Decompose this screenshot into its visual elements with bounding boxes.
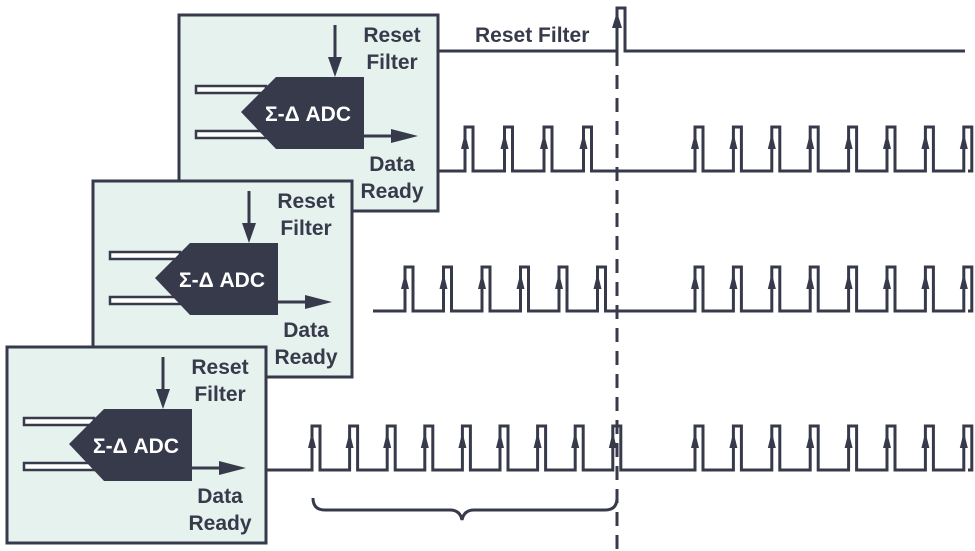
data-ready-label-line1: Data [369, 153, 415, 176]
reset-filter-signal: Reset Filter [438, 6, 965, 53]
reset-label-line2: Filter [280, 217, 331, 240]
rising-edge-arrow-icon [959, 273, 968, 289]
rising-edge-arrow-icon [579, 133, 588, 149]
reset-filter-waveform [438, 6, 965, 53]
rising-edge-arrow-icon [383, 432, 392, 448]
rising-edge-arrow-icon [921, 273, 930, 289]
rising-edge-arrow-icon [729, 133, 738, 149]
data-ready-arrowhead-icon [305, 295, 332, 309]
data-ready-waveform-2 [373, 265, 974, 313]
adc-block-icon [155, 243, 278, 315]
data-ready-label-line1: Data [283, 319, 329, 342]
rising-edge-arrow-icon [571, 432, 580, 448]
input-line-bottom [22, 461, 96, 472]
rising-edge-arrow-icon [959, 133, 968, 149]
data-ready-label-line2: Ready [274, 346, 337, 369]
rising-edge-arrow-icon [844, 133, 853, 149]
data-ready-label-line2: Ready [360, 180, 423, 203]
rising-edge-arrow-icon [921, 432, 930, 448]
rising-edge-arrow-icon [401, 273, 409, 289]
rising-edge-arrow-icon [767, 432, 776, 448]
rising-edge-arrow-icon [593, 273, 602, 289]
reset-label-line2: Filter [366, 51, 417, 74]
reset-input-arrowhead-icon [242, 223, 256, 243]
rising-edge-arrow-icon [516, 273, 525, 289]
rising-edge-arrow-icon [767, 133, 776, 149]
rising-edge-arrow-icon [500, 133, 509, 149]
rising-edge-arrow-icon [420, 432, 429, 448]
adc-block-icon [241, 77, 364, 149]
rising-edge-arrow-icon [308, 432, 316, 448]
rising-edge-arrow-icon [729, 273, 738, 289]
waveform-trace [438, 125, 974, 173]
rising-edge-arrow-icon [883, 133, 891, 149]
rising-edge-arrow-icon [883, 432, 891, 448]
waveform-trace [267, 424, 974, 472]
rising-edge-arrow-icon [345, 432, 354, 448]
reset-label-line2: Filter [194, 383, 245, 406]
rising-edge-arrow-icon [496, 432, 504, 448]
rising-edge-arrow-icon [691, 133, 699, 149]
input-line-top [108, 250, 182, 261]
data-ready-arrowhead-icon [391, 129, 418, 143]
input-line-bottom [194, 129, 268, 140]
reset-input-arrowhead-icon [156, 389, 170, 409]
rising-edge-arrow-icon [844, 432, 853, 448]
data-ready-waveform-3 [267, 424, 974, 472]
rising-edge-arrow-icon [461, 133, 469, 149]
adc-label: Σ-Δ ADC [93, 435, 179, 458]
rising-edge-arrow-icon [478, 273, 486, 289]
rising-edge-arrow-icon [533, 432, 542, 448]
reset-edge-arrowhead-icon [612, 12, 622, 28]
rising-edge-arrow-icon [959, 432, 968, 448]
input-line-top [194, 84, 268, 95]
input-line-top [22, 416, 96, 427]
adc-block-icon [69, 409, 192, 481]
rising-edge-arrow-icon [844, 273, 853, 289]
rising-edge-arrow-icon [540, 133, 548, 149]
data-ready-label-line2: Ready [188, 512, 251, 535]
adc-label: Σ-Δ ADC [265, 103, 351, 126]
rising-edge-arrow-icon [691, 273, 699, 289]
waveform-trace [373, 265, 974, 313]
rising-edge-arrow-icon [921, 133, 930, 149]
rising-edge-arrow-icon [691, 432, 699, 448]
rising-edge-arrow-icon [608, 432, 617, 448]
rising-edge-arrow-icon [555, 273, 563, 289]
rising-edge-arrow-icon [806, 273, 815, 289]
rising-edge-arrow-icon [729, 432, 738, 448]
reset-filter-signal-label: Reset Filter [475, 24, 589, 47]
rising-edge-arrow-icon [767, 273, 776, 289]
rising-edge-arrow-icon [439, 273, 448, 289]
reset-input-arrowhead-icon [328, 57, 342, 77]
rising-edge-arrow-icon [883, 273, 891, 289]
reset-label-line1: Reset [191, 356, 248, 379]
reset-label-line1: Reset [277, 190, 334, 213]
pre-reset-interval-brace [311, 497, 619, 521]
input-line-bottom [108, 295, 182, 306]
reset-label-line1: Reset [363, 24, 420, 47]
rising-edge-arrow-icon [806, 133, 815, 149]
rising-edge-arrow-icon [458, 432, 467, 448]
rising-edge-arrow-icon [806, 432, 815, 448]
adc-label: Σ-Δ ADC [179, 269, 265, 292]
data-ready-label-line1: Data [197, 485, 243, 508]
data-ready-waveform-1 [438, 125, 974, 173]
data-ready-arrowhead-icon [219, 461, 246, 475]
